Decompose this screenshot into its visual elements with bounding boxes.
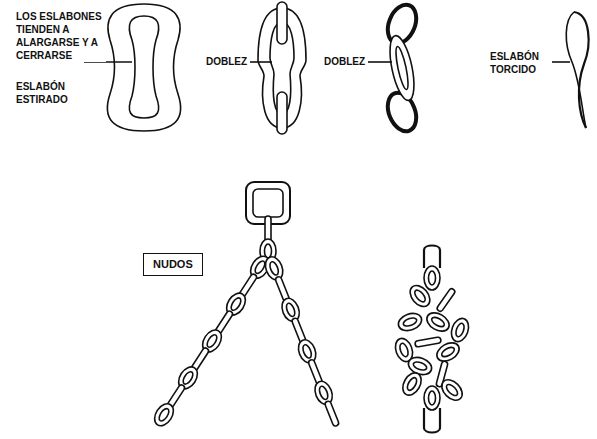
chain-link — [448, 316, 471, 344]
twisted-link — [574, 12, 589, 128]
stretched-link-slot — [129, 16, 158, 118]
chain-link — [295, 337, 319, 365]
chain-link-hole — [285, 302, 297, 318]
stretched-link — [107, 4, 180, 131]
chain-link-hole — [398, 342, 409, 358]
chain-link-hole — [181, 370, 195, 386]
sling-chains — [151, 216, 340, 429]
chain-link — [406, 282, 434, 311]
chain-link — [324, 400, 339, 426]
chain-link-hole — [429, 271, 436, 285]
hook-link — [424, 408, 440, 433]
chain-link-hole — [430, 315, 446, 328]
chain-link — [279, 296, 303, 324]
chain-link-hole — [405, 376, 418, 392]
callout-label: ESLABÓN TORCIDO — [490, 50, 550, 76]
chain-link-hole — [301, 344, 313, 360]
chain-link — [399, 370, 425, 399]
callout-label: DOBLEZ — [206, 55, 247, 68]
chain-link-hole — [445, 383, 460, 398]
chain-link — [424, 266, 440, 290]
leader-line — [552, 61, 570, 63]
chain-link — [312, 379, 336, 407]
chain-link — [265, 216, 271, 242]
leader-line — [250, 61, 272, 63]
chain-link — [151, 400, 177, 429]
master-ring-inner — [253, 189, 283, 217]
bent-chain-link-inner — [394, 46, 411, 91]
chain-link — [415, 337, 442, 347]
chain-link-hole — [268, 261, 280, 277]
hook-link — [424, 246, 440, 269]
callout-label: DOBLEZ — [324, 55, 365, 68]
callout-label: ESLABÓN ESTIRADO — [16, 80, 100, 106]
box-text: NUDOS — [153, 258, 193, 271]
bent-chain-link — [385, 34, 418, 103]
chain-link-hole — [318, 385, 330, 401]
chain-link-hole — [454, 322, 465, 338]
leader-line — [368, 61, 392, 63]
chain-link — [424, 309, 453, 335]
edge-link — [277, 2, 287, 44]
chain-link — [434, 339, 463, 365]
chain-link-hole — [229, 296, 243, 312]
chain-link-hole — [402, 316, 418, 327]
chain-link-hole — [429, 391, 436, 405]
chain-link-hole — [412, 360, 428, 371]
chain-link-hole — [413, 288, 427, 303]
twisted-link — [566, 12, 586, 128]
chain-link-hole — [157, 407, 171, 423]
chain-link — [436, 288, 456, 313]
label-box: NUDOS — [143, 253, 203, 276]
callout-label: LOS ESLABONES TIENDEN A ALARGARSE Y A CE… — [16, 10, 106, 62]
edge-link — [277, 92, 287, 134]
chain-link-hole — [253, 259, 267, 275]
chain-link-hole — [440, 345, 456, 358]
chain-link — [396, 310, 424, 333]
chain-link — [262, 254, 286, 282]
chain-link — [424, 386, 440, 410]
chain-link-hole — [205, 333, 219, 349]
knotted-chain — [392, 246, 471, 433]
chain-link — [438, 376, 466, 404]
